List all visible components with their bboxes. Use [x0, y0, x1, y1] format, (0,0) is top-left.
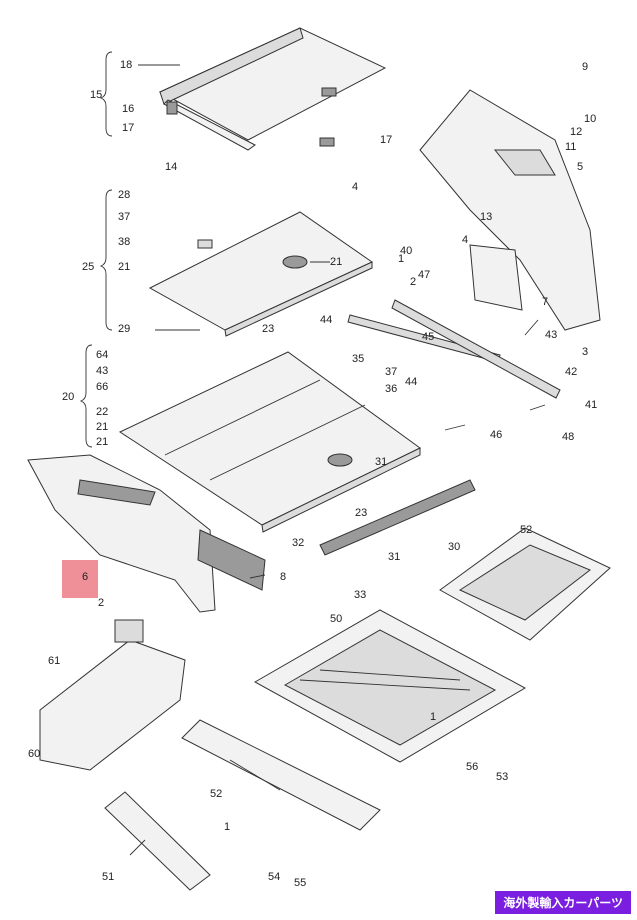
callout: 21 [330, 256, 342, 268]
callout: 1 [398, 253, 404, 265]
callout: 41 [585, 399, 597, 411]
callout: 51 [102, 871, 114, 883]
callout: 10 [584, 113, 596, 125]
callout: 29 [118, 323, 130, 335]
callout: 3 [582, 346, 588, 358]
callout: 28 [118, 189, 130, 201]
callout: 44 [405, 376, 417, 388]
callout: 7 [542, 296, 548, 308]
callout: 54 [268, 871, 280, 883]
callout: 4 [462, 234, 468, 246]
callout: 33 [354, 589, 366, 601]
callout: 21 [96, 436, 108, 448]
callout: 2 [98, 597, 104, 609]
callout-labels: 18 15 16 17 17 9 10 12 11 5 14 4 4 13 28… [28, 59, 597, 889]
callout: 45 [422, 331, 434, 343]
callout: 1 [430, 711, 436, 723]
callout: 35 [352, 353, 364, 365]
callout: 21 [118, 261, 130, 273]
callout: 4 [352, 181, 358, 193]
rear-floor-pan [253, 609, 527, 763]
callout: 46 [490, 429, 502, 441]
callout: 12 [570, 126, 582, 138]
callout: 60 [28, 748, 40, 760]
callout: 25 [82, 261, 94, 273]
callout: 11 [565, 141, 576, 153]
callout: 56 [466, 761, 478, 773]
highlighted-part [62, 560, 98, 598]
callout: 17 [380, 134, 392, 146]
callout: 64 [96, 349, 108, 361]
callout: 55 [294, 877, 306, 889]
callout: 52 [210, 788, 222, 800]
callout: 36 [385, 383, 397, 395]
callout: 66 [96, 381, 108, 393]
callout: 8 [280, 571, 286, 583]
callout: 53 [496, 771, 508, 783]
callout: 15 [90, 89, 102, 101]
callout: 40 [400, 245, 412, 257]
main-floor-panel [118, 351, 421, 533]
brackets [79, 51, 113, 448]
source-badge: 海外製輸入カーパーツ [495, 891, 631, 914]
spare-wheel-well [439, 527, 611, 641]
right-side-trim [419, 89, 601, 331]
leader-lines [129, 64, 546, 856]
cargo-cover [158, 27, 387, 151]
grille [197, 529, 266, 591]
callout: 22 [96, 406, 108, 418]
rails [319, 299, 561, 556]
callout: 31 [388, 551, 400, 563]
callout: 37 [118, 211, 130, 223]
callout: 32 [292, 537, 304, 549]
callout: 61 [48, 655, 60, 667]
callout: 18 [120, 59, 132, 71]
callout: 43 [96, 365, 108, 377]
callout: 23 [262, 323, 274, 335]
callout: 20 [62, 391, 74, 403]
callout: 38 [118, 236, 130, 248]
callout: 13 [480, 211, 492, 223]
callout: 6 [82, 571, 88, 583]
callout: 37 [385, 366, 397, 378]
callout: 1 [224, 821, 230, 833]
callout: 14 [165, 161, 177, 173]
callout: 23 [355, 507, 367, 519]
left-side-trim [27, 454, 216, 613]
callout: 47 [418, 269, 430, 281]
callout: 52 [520, 524, 532, 536]
callout: 42 [565, 366, 577, 378]
cross-members [104, 719, 381, 891]
callout: 5 [577, 161, 583, 173]
callout: 43 [545, 329, 557, 341]
callout: 44 [320, 314, 332, 326]
callout: 21 [96, 421, 108, 433]
callout: 9 [582, 61, 588, 73]
callout: 2 [410, 276, 416, 288]
callout: 50 [330, 613, 342, 625]
callout: 31 [375, 456, 387, 468]
callout: 17 [122, 122, 134, 134]
callout: 48 [562, 431, 574, 443]
heat-shield [39, 619, 186, 771]
upper-load-floor [148, 211, 374, 337]
callout: 30 [448, 541, 460, 553]
callout: 16 [122, 103, 134, 115]
